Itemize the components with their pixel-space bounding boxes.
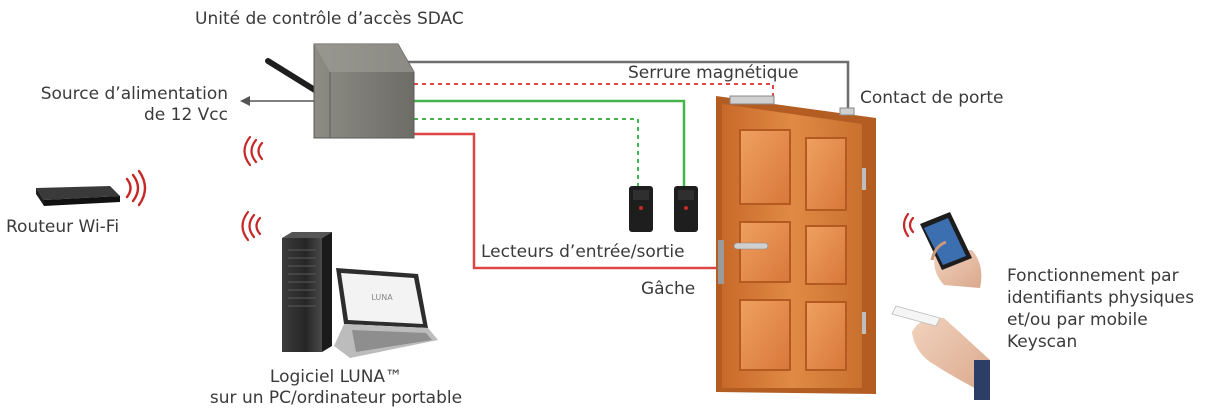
wifi-signal-icon (125, 169, 147, 207)
reader-exit (674, 186, 698, 232)
power-arrow-head (240, 96, 250, 106)
label-software-line1: Logiciel LUNA™ (269, 367, 403, 387)
label-credentials-line1: Fonctionnement par (1007, 266, 1179, 286)
wire-strike (414, 132, 722, 270)
router-device (36, 186, 120, 206)
label-credentials-line3: et/ou par mobile (1007, 310, 1148, 330)
wires (240, 60, 850, 270)
label-credentials: Fonctionnement par identifiants physique… (1007, 265, 1194, 353)
magnetic-lock (729, 95, 775, 105)
door-contact-sensor (839, 107, 855, 116)
label-power-line1: Source d’alimentation (40, 84, 228, 104)
wire-reader-entry (414, 118, 639, 186)
wire-reader-exit (414, 99, 686, 186)
card-hand (891, 305, 990, 400)
wifi-signal-icon (902, 212, 915, 238)
label-maglock: Serrure magnétique (628, 63, 799, 83)
pc-tower (282, 232, 332, 352)
wire-maglock (414, 83, 774, 96)
door-strike (718, 240, 724, 284)
label-readers: Lecteurs d’entrée/sortie (481, 242, 685, 262)
label-sdac: Unité de contrôle d’accès SDAC (195, 9, 464, 29)
label-door-contact: Contact de porte (860, 88, 1004, 108)
label-software-line2: sur un PC/ordinateur portable (209, 388, 463, 408)
label-power-line2: de 12 Vcc (143, 105, 228, 125)
door-handle (733, 242, 769, 250)
sdac-controller (265, 43, 415, 139)
wifi-signal-icon (243, 135, 264, 167)
antenna (265, 58, 321, 95)
laptop: LUNA (334, 268, 438, 358)
label-credentials-line2: identifiants physiques (1007, 288, 1195, 308)
label-router: Routeur Wi-Fi (6, 217, 120, 237)
label-strike: Gâche (641, 279, 696, 299)
label-software: Logiciel LUNA™ sur un PC/ordinateur port… (186, 367, 486, 409)
reader-entry (629, 186, 653, 232)
door-panels (739, 129, 847, 371)
label-power-source: Source d’alimentation de 12 Vcc (8, 84, 228, 126)
mobile-phone-hand (920, 212, 982, 288)
door (716, 96, 876, 394)
wire-door-contact (400, 60, 850, 108)
wifi-signal-icon (241, 210, 262, 242)
label-credentials-line4: Keyscan (1007, 332, 1078, 352)
laptop-logo: LUNA (371, 293, 393, 302)
